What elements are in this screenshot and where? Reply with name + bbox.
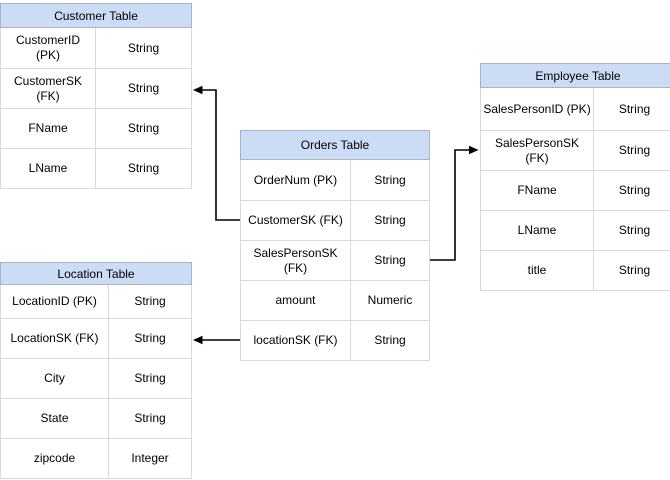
table-row[interactable]: FName String xyxy=(481,170,670,210)
table-row[interactable]: SalesPersonSK (FK) String xyxy=(481,130,670,170)
table-row[interactable]: SalesPersonID (PK) String xyxy=(481,88,670,130)
table-row[interactable]: LName String xyxy=(481,210,670,250)
table-row[interactable]: OrderNum (PK) String xyxy=(241,160,429,200)
field-name-cell: FName xyxy=(1,109,96,148)
field-type-cell: String xyxy=(374,172,406,187)
field-name-cell: OrderNum (PK) xyxy=(241,160,351,200)
field-name-cell: zipcode xyxy=(1,439,109,478)
table-row[interactable]: CustomerSK (FK) String xyxy=(1,68,191,108)
table-title[interactable]: Customer Table xyxy=(0,3,192,28)
field-name-cell: LocationSK (FK) xyxy=(1,319,109,358)
table-row[interactable]: FName String xyxy=(1,108,191,148)
field-name-cell: SalesPersonSK (FK) xyxy=(241,241,351,280)
field-name-cell: SalesPersonID (PK) xyxy=(481,88,594,130)
field-type-cell: String xyxy=(134,411,166,425)
table-title[interactable]: Orders Table xyxy=(240,130,430,160)
field-type-cell: String xyxy=(618,223,651,237)
table-row[interactable]: CustomerID (PK) String xyxy=(1,28,191,68)
table-row[interactable]: SalesPersonSK (FK) String xyxy=(241,240,429,280)
field-type-cell: String xyxy=(374,333,406,347)
table-row[interactable]: LName String xyxy=(1,148,191,188)
field-type-cell: String xyxy=(127,161,160,175)
field-name-cell: FName xyxy=(481,171,594,210)
field-name-cell: LocationID (PK) xyxy=(1,285,109,318)
table-row[interactable]: zipcode Integer xyxy=(1,438,191,478)
arrowhead-right-icon xyxy=(469,145,479,155)
arrowhead-left-icon xyxy=(193,85,203,95)
field-name-cell: LName xyxy=(1,149,96,188)
field-type-cell: String xyxy=(127,40,160,55)
field-type-cell: String xyxy=(618,101,651,116)
field-name-cell: SalesPersonSK (FK) xyxy=(481,131,594,170)
field-name-cell: CustomerID (PK) xyxy=(1,28,96,68)
table-row[interactable]: CustomerSK (FK) String xyxy=(241,200,429,240)
field-name-cell: CustomerSK (FK) xyxy=(241,201,351,240)
connector-orders-to-employee[interactable] xyxy=(430,145,479,261)
field-type-cell: String xyxy=(618,183,651,197)
connector-orders-to-location[interactable] xyxy=(193,335,240,345)
table-title[interactable]: Location Table xyxy=(0,262,192,285)
field-name-cell: State xyxy=(1,399,109,438)
field-type-cell: String xyxy=(134,371,166,385)
table-row[interactable]: amount Numeric xyxy=(241,280,429,320)
field-type-cell: String xyxy=(618,263,651,277)
table-row[interactable]: LocationSK (FK) String xyxy=(1,318,191,358)
field-type-cell: String xyxy=(374,253,406,267)
table-row[interactable]: title String xyxy=(481,250,670,290)
connector-orders-to-customer[interactable] xyxy=(193,85,240,221)
field-type-cell: String xyxy=(618,143,651,157)
field-name-cell: CustomerSK (FK) xyxy=(1,69,96,108)
field-type-cell: String xyxy=(134,331,166,345)
field-name-cell: LName xyxy=(481,211,594,250)
table-row[interactable]: City String xyxy=(1,358,191,398)
field-type-cell: String xyxy=(127,81,160,95)
arrowhead-left-icon xyxy=(193,335,203,345)
field-type-cell: String xyxy=(374,213,406,227)
field-type-cell: String xyxy=(134,294,166,308)
field-name-cell: locationSK (FK) xyxy=(241,321,351,360)
field-type-cell: String xyxy=(127,121,160,135)
table-row[interactable]: State String xyxy=(1,398,191,438)
table-row[interactable]: locationSK (FK) String xyxy=(241,320,429,360)
field-name-cell: City xyxy=(1,359,109,398)
field-name-cell: amount xyxy=(241,281,351,320)
field-name-cell: title xyxy=(481,251,594,290)
field-type-cell: Numeric xyxy=(367,293,413,307)
table-row[interactable]: LocationID (PK) String xyxy=(1,285,191,318)
table-title[interactable]: Employee Table xyxy=(480,63,670,88)
field-type-cell: Integer xyxy=(131,451,169,465)
